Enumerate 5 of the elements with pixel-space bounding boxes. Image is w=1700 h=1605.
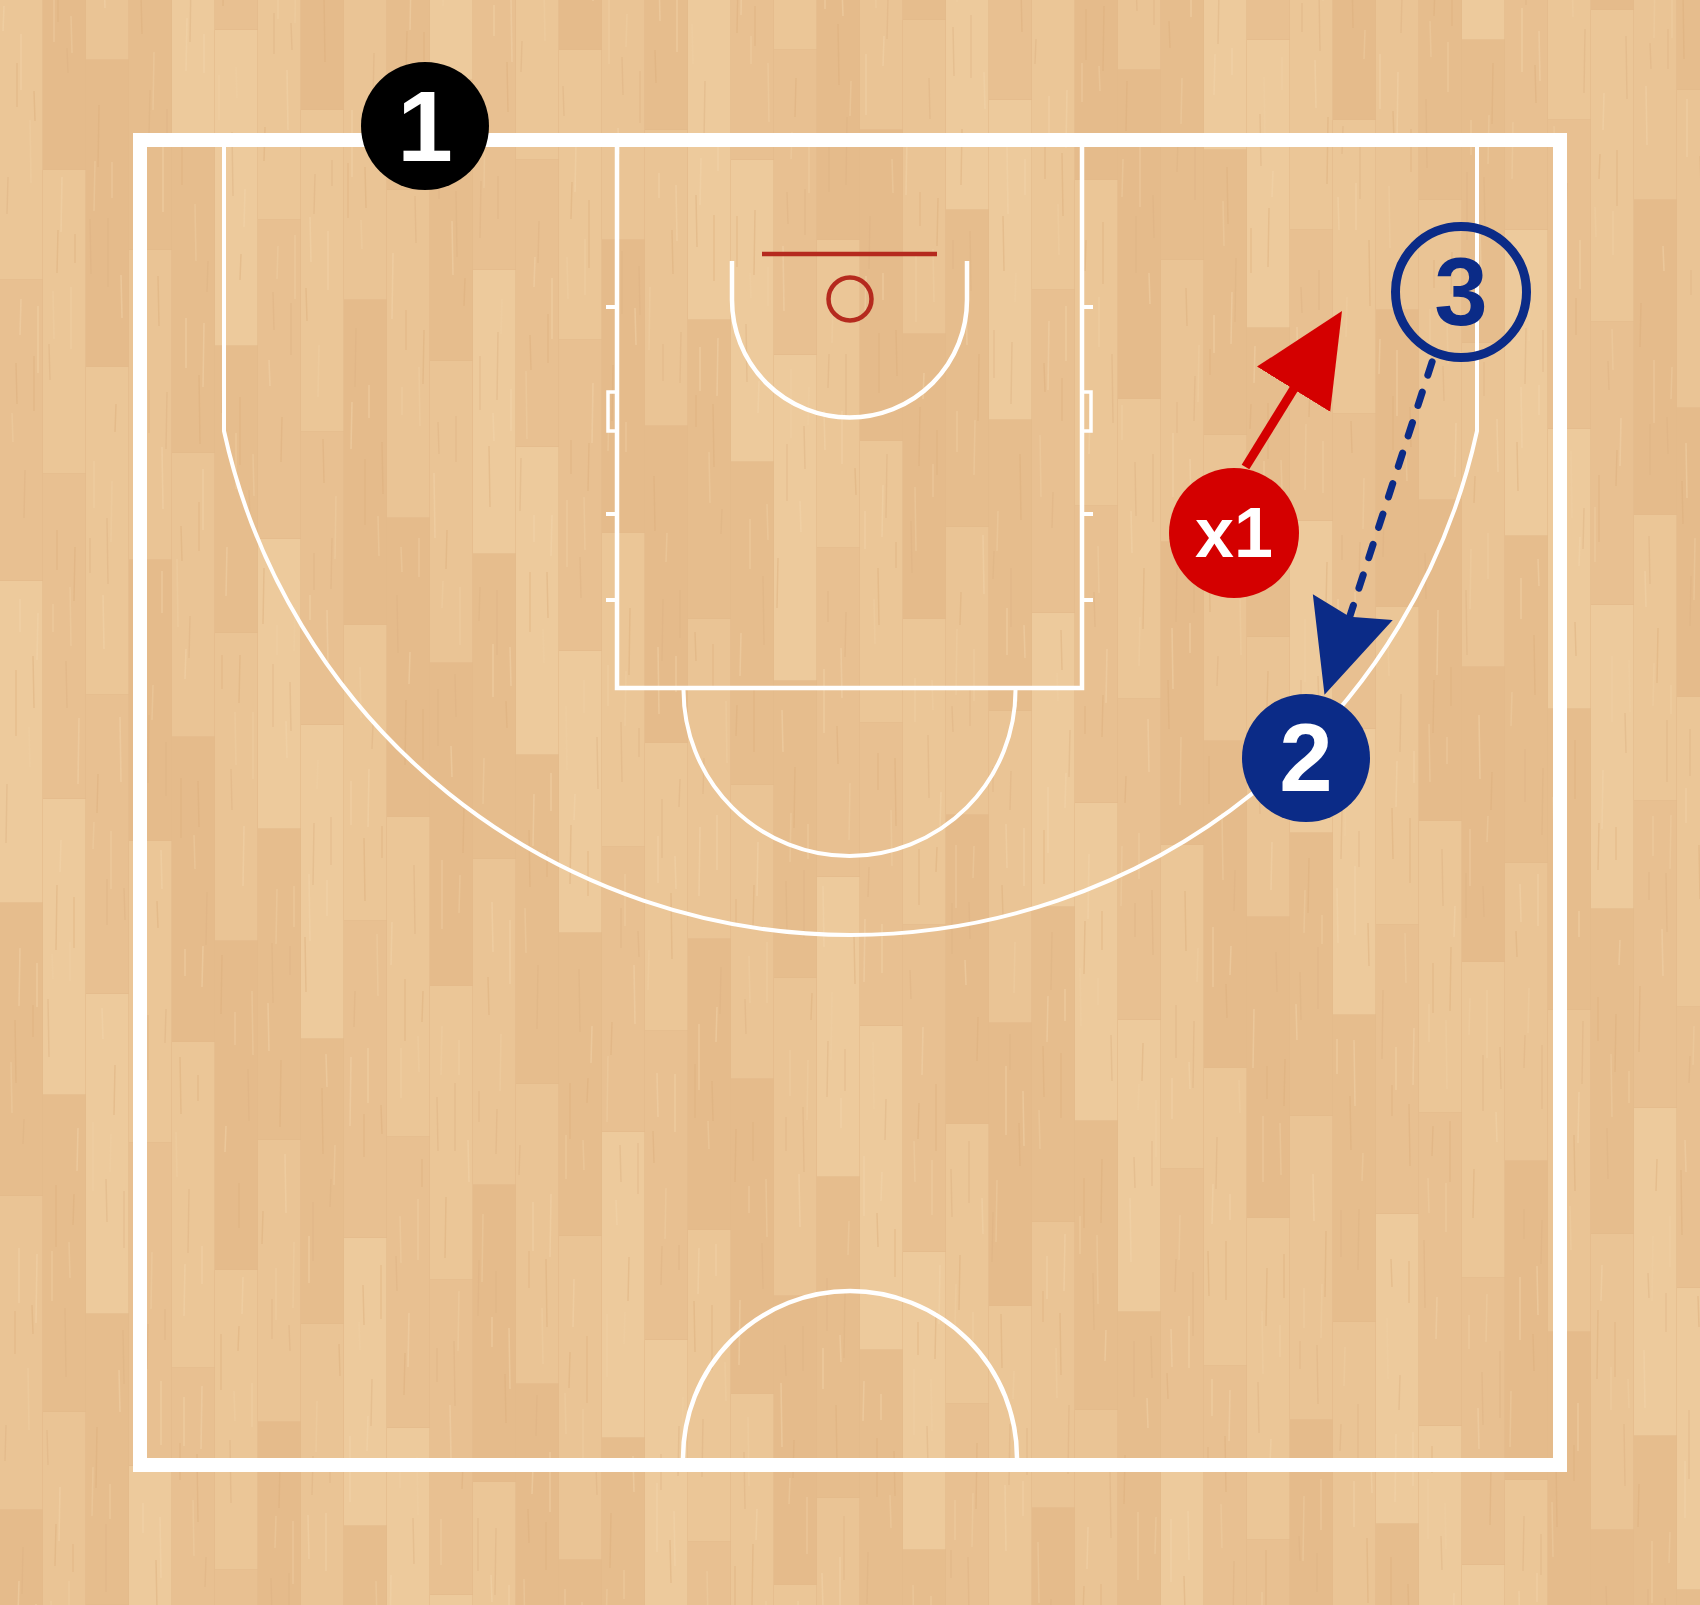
player-number: 2 xyxy=(1279,710,1333,806)
defender-label: x1 xyxy=(1195,498,1273,568)
player-number: 1 xyxy=(397,76,453,176)
player-number: 3 xyxy=(1434,244,1488,340)
outlined-player-marker xyxy=(1391,222,1531,362)
